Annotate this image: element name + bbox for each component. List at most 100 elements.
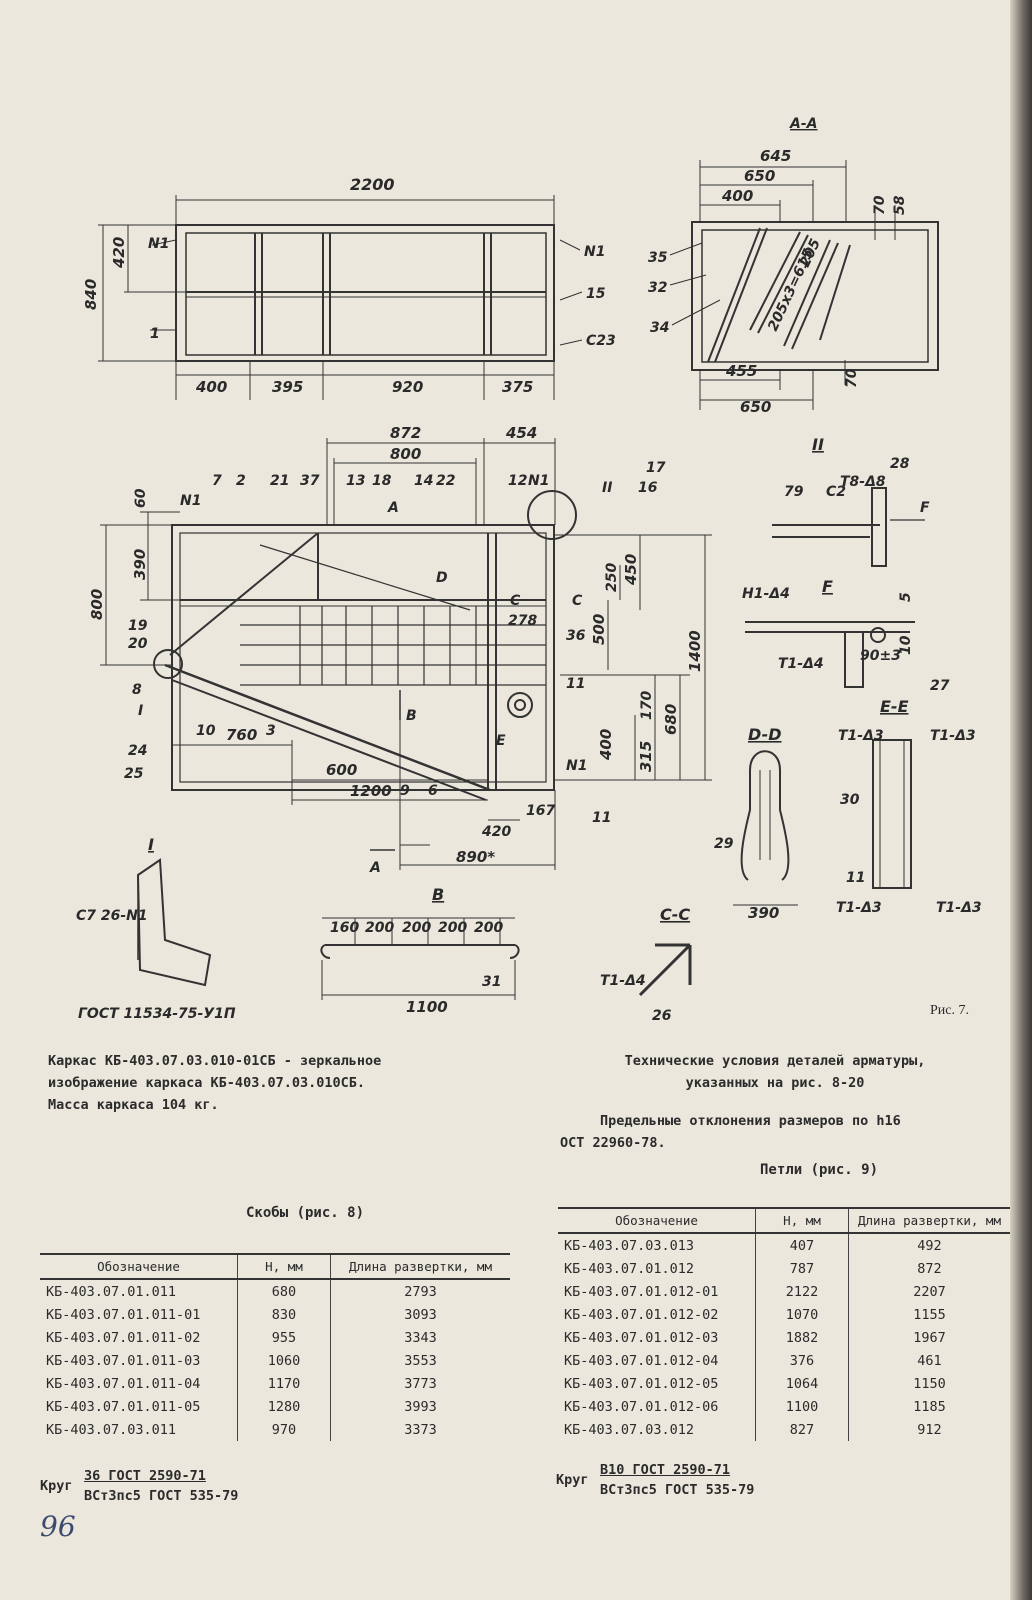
caption-left-line-3: Масса каркаса 104 кг. [48, 1097, 219, 1113]
table-cell-h: 1060 [237, 1349, 331, 1372]
detail-ii-mark-28: 28 [890, 456, 910, 472]
main-mark-25: 25 [124, 766, 144, 782]
section-dd-title: D-D [748, 725, 782, 744]
main-dim-890: 890* [456, 848, 495, 866]
table-cell-length: 492 [917, 1237, 942, 1254]
section-aa-mark-32: 32 [648, 280, 667, 296]
table-cell-h: 680 [237, 1279, 331, 1303]
main-mark-14: 14 [414, 473, 433, 489]
main-mark-3: 3 [266, 723, 276, 739]
top-frame-bay-1: 400 [195, 378, 227, 396]
top-frame-mark-c23: C23 [586, 333, 616, 349]
main-mark-36: 36 [566, 628, 586, 644]
main-mark-d: D [436, 570, 448, 586]
detail-i-mark-gost: ГОСТ 11534-75-У1П [78, 1006, 236, 1022]
table-cell-h: 830 [237, 1303, 331, 1326]
section-dd-width: 390 [748, 904, 779, 922]
main-dim-800: 800 [390, 445, 421, 463]
view-f-mark-t1: T1-Δ4 [778, 656, 824, 672]
section-aa-mark-34: 34 [650, 320, 669, 336]
material-left-line-2: ВСт3пс5 ГОСТ 535-79 [84, 1488, 239, 1504]
table-cell-designation: КБ-403.07.01.011-02 [40, 1326, 238, 1349]
top-frame-bay-2: 395 [272, 378, 303, 396]
material-left: Круг 36 ГОСТ 2590-71 ВСт3пс5 ГОСТ 535-79 [40, 1468, 300, 1508]
main-mark-11-bottom: 11 [592, 810, 611, 826]
section-ee-mark-t1-1: T1-Δ3 [838, 728, 884, 744]
table-cell-h: 376 [755, 1349, 849, 1372]
main-mark-e: E [496, 733, 506, 749]
table-cell-length: 2793 [404, 1283, 437, 1300]
section-cc-mark-t1: T1-Δ4 [600, 973, 646, 989]
detail-ii-title: II [812, 435, 824, 454]
main-mark-b: B [406, 708, 417, 724]
view-b-dim-160: 160 [330, 920, 359, 936]
table-cell-designation: КБ-403.07.01.011-01 [40, 1303, 238, 1326]
section-aa-dim-400: 400 [721, 187, 753, 205]
table-right-header-designation: Обозначение [558, 1207, 756, 1234]
table-cell-h: 407 [755, 1233, 849, 1257]
table-cell-length: 872 [917, 1260, 942, 1277]
top-frame-height: 840 [82, 279, 100, 310]
main-dim-250: 250 [604, 563, 620, 592]
top-frame-sub-height: 420 [110, 237, 128, 269]
caption-right: Технические условия деталей арматуры, ук… [560, 1050, 1020, 1094]
section-ee-mark-t1-4: T1-Δ3 [936, 900, 982, 916]
main-dim-872: 872 [390, 424, 421, 442]
view-f-mark-angle: 90±3 [860, 648, 901, 664]
table-cell-h: 1170 [237, 1372, 331, 1395]
table-cell-h: 970 [237, 1418, 331, 1441]
top-frame-bay-4: 375 [502, 378, 533, 396]
view-b-dim-200-4: 200 [474, 920, 503, 936]
table-cell-designation: КБ-403.07.01.011-05 [40, 1395, 238, 1418]
section-cc-mark-26: 26 [652, 1008, 672, 1024]
main-dim-600: 600 [326, 761, 357, 779]
table-right-caption: Петли (рис. 9) [760, 1162, 879, 1178]
view-b-title: B [432, 885, 444, 904]
main-mark-c-2: C [572, 593, 583, 609]
table-right: Обозначение Н, мм Длина развертки, мм КБ… [558, 1207, 1010, 1441]
main-mark-24: 24 [128, 743, 147, 759]
main-dim-500: 500 [590, 614, 608, 645]
main-dim-1400: 1400 [686, 630, 704, 672]
top-frame-overall-width: 2200 [350, 175, 395, 194]
caption-left-line-2: изображение каркаса КБ-403.07.03.010СБ. [48, 1075, 365, 1091]
detail-ii-mark-c2: C2 [826, 484, 846, 500]
main-mark-8: 8 [132, 682, 142, 698]
main-mark-n1-top: N1 [180, 493, 201, 509]
table-cell-h: 787 [755, 1257, 849, 1280]
section-aa-dim-645: 645 [760, 147, 791, 165]
section-ee-mark-t1-2: T1-Δ3 [930, 728, 976, 744]
detail-i-title: I [148, 835, 154, 854]
caption-right-line-1: Технические условия деталей арматуры, [624, 1053, 926, 1069]
main-mark-13: 13 [346, 473, 365, 489]
main-mark-ii: II [602, 480, 612, 496]
caption-right-line-2: указанных на рис. 8-20 [685, 1075, 865, 1091]
main-dim-1200: 1200 [350, 782, 392, 800]
main-mark-19: 19 [128, 618, 148, 634]
material-right-prefix: Круг [556, 1472, 589, 1488]
main-mark-11-mid: 11 [566, 676, 585, 692]
main-mark-10: 10 [196, 723, 216, 739]
table-cell-designation: КБ-403.07.03.012 [558, 1418, 756, 1441]
top-frame-mark-n1-right: N1 [584, 244, 605, 260]
table-cell-length: 3093 [404, 1306, 437, 1323]
table-cell-length: 3993 [404, 1398, 437, 1415]
table-cell-h: 1100 [755, 1395, 849, 1418]
table-right-header-length: Длина развертки, мм [848, 1207, 1010, 1234]
main-mark-a-bottom: A [369, 860, 381, 876]
section-dd-mark-29: 29 [714, 836, 734, 852]
detail-ii-mark-f: F [920, 500, 930, 516]
table-cell-length: 912 [917, 1421, 942, 1438]
main-dim-170: 170 [639, 691, 655, 720]
table-right-header-h: Н, мм [755, 1207, 849, 1234]
table-cell-length: 3553 [404, 1352, 437, 1369]
